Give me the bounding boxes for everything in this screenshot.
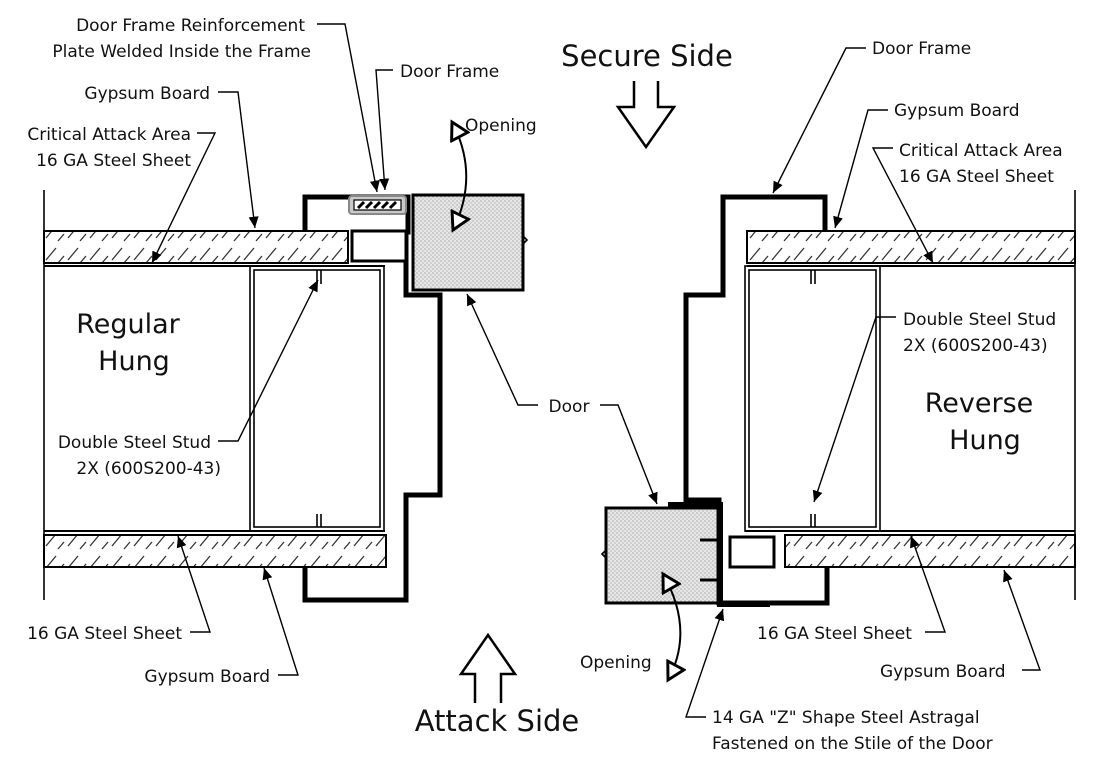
left-gypsum-top-label: Gypsum Board — [84, 84, 210, 104]
secure-side-heading: Secure Side — [561, 39, 733, 73]
right-bottom-gypsum-board — [784, 534, 1076, 568]
right-gypsum-bottom-label: Gypsum Board — [880, 662, 1006, 682]
secure-side-arrow — [615, 81, 677, 150]
attack-side-arrow — [458, 632, 518, 703]
left-critical-label-2: 16 GA Steel Sheet — [36, 151, 191, 171]
right-stud-label-1: Double Steel Stud — [903, 310, 1056, 330]
right-top-gypsum-board — [746, 230, 1076, 264]
left-door-frame-label: Door Frame — [400, 62, 499, 82]
left-door-panel — [411, 193, 525, 292]
right-opening-label: Opening — [580, 653, 652, 673]
right-stud-label-2: 2X (600S200-43) — [903, 336, 1048, 356]
left-stud-label-1: Double Steel Stud — [58, 433, 211, 453]
right-double-steel-stud — [744, 265, 881, 532]
left-opening-label: Opening — [465, 116, 537, 136]
left-opening-swing-arrow — [452, 122, 466, 230]
regular-hung-label-1: Regular — [76, 309, 180, 340]
left-wall-assembly — [43, 190, 529, 603]
reverse-hung-label-2: Hung — [949, 425, 1021, 456]
right-door-panel — [604, 506, 720, 605]
reverse-hung-label-1: Reverse — [925, 388, 1034, 419]
right-door-frame — [683, 194, 830, 606]
left-bottom-gypsum-board — [43, 534, 387, 568]
right-door-frame-label: Door Frame — [872, 39, 971, 59]
door-label: Door — [549, 397, 590, 417]
leader-lines — [151, 23, 1041, 718]
left-gypsum-bottom-label: Gypsum Board — [144, 667, 270, 687]
right-wall-assembly — [600, 190, 1076, 607]
astragal-label-2: Fastened on the Stile of the Door — [712, 734, 993, 754]
left-double-steel-stud — [249, 265, 385, 532]
left-top-gypsum-board — [43, 230, 349, 264]
left-critical-label-1: Critical Attack Area — [27, 125, 191, 145]
reinforcement-label-2: Plate Welded Inside the Frame — [52, 42, 311, 62]
right-opening-swing-arrow — [663, 574, 680, 680]
right-steel-sheet-bottom-label: 16 GA Steel Sheet — [757, 624, 912, 644]
right-z-astragal — [668, 502, 770, 607]
left-steel-sheet-bottom-label: 16 GA Steel Sheet — [27, 624, 182, 644]
right-critical-label-2: 16 GA Steel Sheet — [899, 167, 1054, 187]
reinforcement-label-1: Door Frame Reinforcement — [76, 16, 305, 36]
attack-side-heading: Attack Side — [415, 704, 580, 738]
regular-hung-label-2: Hung — [98, 346, 170, 377]
right-gypsum-top-label: Gypsum Board — [894, 101, 1020, 121]
astragal-label-1: 14 GA "Z" Shape Steel Astragal — [712, 708, 980, 728]
left-stud-label-2: 2X (600S200-43) — [76, 459, 221, 479]
right-critical-label-1: Critical Attack Area — [899, 141, 1063, 161]
